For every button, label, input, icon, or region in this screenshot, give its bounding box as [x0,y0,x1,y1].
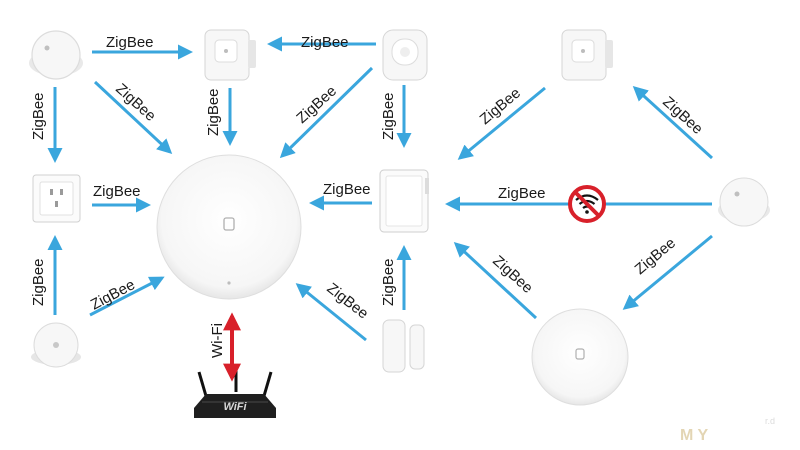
wall-switch [379,169,429,233]
label-sensor-socket: ZigBee [30,92,47,140]
arrow-door-to-hub [295,283,367,342]
arrow-sensor-right-to-plug [632,85,714,160]
label-leak-socket: ZigBee [30,258,47,306]
label-socket-hub: ZigBee [93,183,141,200]
label-motion-switch: ZigBee [380,92,397,140]
arrow-motion-to-hub [279,66,374,159]
smart-plug-top-middle [204,29,256,81]
svg-text:M Y: M Y [680,427,708,444]
label-switch-hub: ZigBee [323,181,371,198]
label-door-switch: ZigBee [380,258,397,306]
arrow-leak-to-hub [89,276,165,317]
door-window-sensor [382,319,425,373]
wall-socket [32,174,81,223]
label-plug-right-switch: ZigBee [477,84,524,128]
zigbee-labels: ZigBee ZigBee ZigBee ZigBee ZigBee ZigBe… [30,34,706,358]
arrow-sensor-right-to-hub2 [622,234,713,310]
label-wifi: Wi-Fi [209,323,226,358]
main-gateway-hub [156,154,302,300]
arrow-sensor-to-hub [93,80,173,155]
water-leak-sensor [31,322,81,368]
no-wifi-icon [568,185,606,223]
label-sensor-plug: ZigBee [106,34,154,51]
label-hub2-switch: ZigBee [489,252,536,296]
label-sensor-right-hub2: ZigBee [632,234,679,278]
label-sensor-right-switch: ZigBee [498,185,546,202]
label-plug-hub: ZigBee [205,88,222,136]
label-motion-plug: ZigBee [301,34,349,51]
arrow-plug-right-to-switch [457,86,546,160]
arrow-hub2-to-switch [453,241,538,320]
connection-arrows [47,36,714,382]
svg-text:r.d: r.d [765,416,775,426]
temperature-sensor-top-left [29,30,83,80]
wifi-router: WiFi [194,368,276,418]
label-door-hub: ZigBee [324,280,372,323]
secondary-gateway-hub [531,308,629,406]
temperature-sensor-right [718,177,770,227]
watermark: M Y r.d [680,416,775,444]
router-label: WiFi [223,401,247,413]
motion-sensor [382,29,428,81]
smart-plug-top-right [561,29,613,81]
label-leak-hub: ZigBee [88,276,138,313]
